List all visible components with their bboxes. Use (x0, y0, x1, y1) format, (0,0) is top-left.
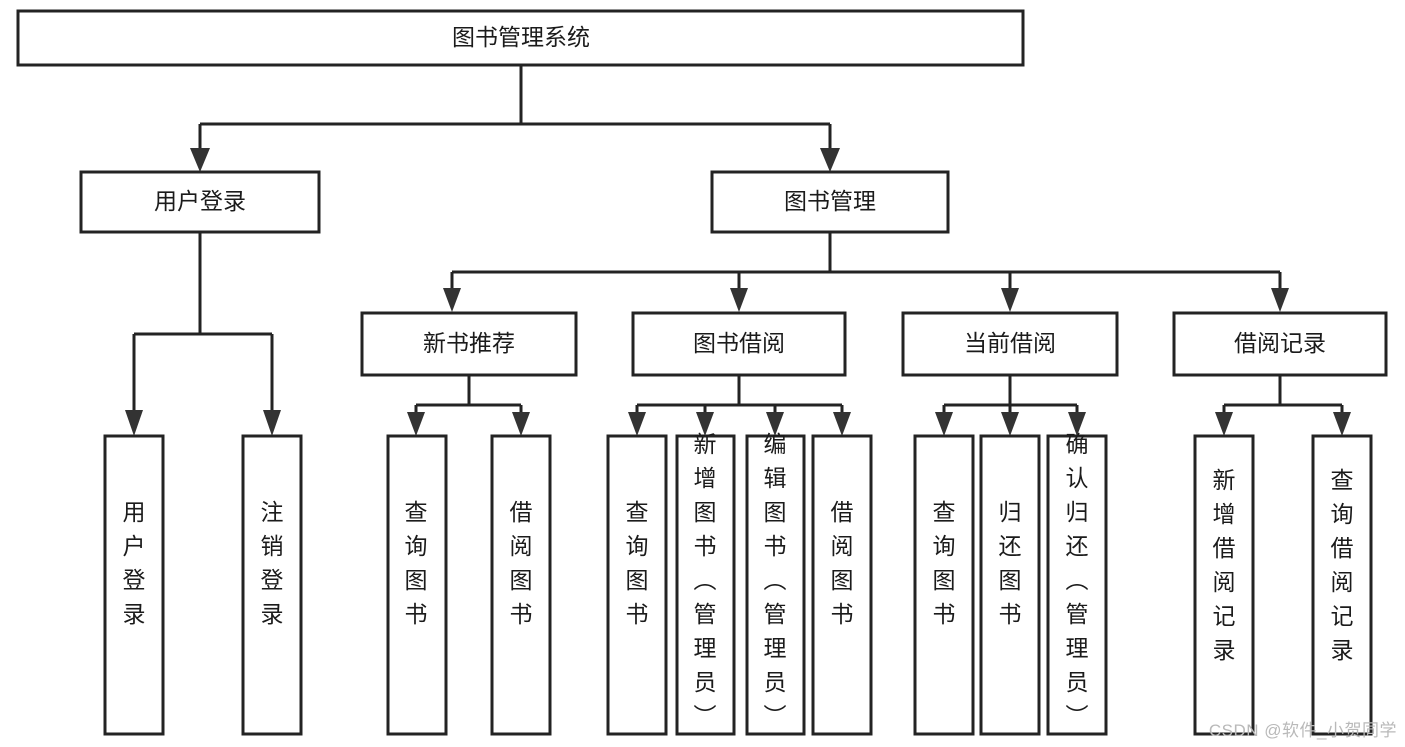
arrow-head-leaf-confirm-return (1068, 412, 1086, 436)
node-borrow-record[interactable]: 借阅记录 (1172, 311, 1388, 377)
node-leaf-borrow-book-1[interactable]: 借阅图书 (490, 434, 552, 736)
node-borrow-record-label: 借阅记录 (1234, 330, 1326, 356)
arrow-head-leaf-borrow-book-2 (833, 412, 851, 436)
node-user-login-box[interactable] (79, 170, 321, 234)
node-leaf-edit-book-box[interactable] (745, 434, 806, 736)
node-leaf-query-book-1[interactable]: 查询图书 (386, 434, 448, 736)
arrow-head-book-manage (820, 148, 840, 172)
arrow-head-leaf-return-book (1001, 412, 1019, 436)
node-leaf-add-record-box[interactable] (1193, 434, 1255, 736)
node-leaf-query-book-3[interactable]: 查询图书 (913, 434, 975, 736)
arrow-head-leaf-query-record (1333, 412, 1351, 436)
node-leaf-user-login[interactable]: 用户登录 (103, 434, 165, 736)
arrow-head-leaf-edit-book (766, 412, 784, 436)
node-leaf-return-book-label: 归还图书 (999, 499, 1022, 627)
node-new-book-recommend-box[interactable] (360, 311, 578, 377)
node-user-login[interactable]: 用户登录 (79, 170, 321, 234)
arrow-head-book-borrow (730, 288, 748, 312)
node-leaf-query-record-box[interactable] (1311, 434, 1373, 736)
arrow-head-borrow-record (1271, 288, 1289, 312)
node-leaf-query-book-2-box[interactable] (606, 434, 668, 736)
node-book-manage-box[interactable] (710, 170, 950, 234)
node-leaf-query-book-3-label: 查询图书 (933, 499, 956, 627)
node-leaf-borrow-book-2[interactable]: 借阅图书 (811, 434, 873, 736)
node-leaf-confirm-return-label: 确认归还︵管理员︶ (1066, 431, 1089, 729)
node-book-borrow-box[interactable] (631, 311, 847, 377)
node-current-borrow[interactable]: 当前借阅 (901, 311, 1119, 377)
node-leaf-borrow-book-2-box[interactable] (811, 434, 873, 736)
arrow-head-user-login (190, 148, 210, 172)
node-book-manage[interactable]: 图书管理 (710, 170, 950, 234)
node-leaf-query-book-1-label: 查询图书 (405, 499, 428, 627)
node-leaf-query-record[interactable]: 查询借阅记录 (1311, 434, 1373, 736)
node-user-login-label: 用户登录 (154, 188, 246, 214)
node-new-book-recommend[interactable]: 新书推荐 (360, 311, 578, 377)
node-leaf-query-book-2[interactable]: 查询图书 (606, 434, 668, 736)
node-new-book-recommend-label: 新书推荐 (423, 330, 515, 356)
node-leaf-confirm-return-box[interactable] (1046, 434, 1108, 736)
connector-layer (125, 65, 1351, 436)
arrow-head-new-book-recommend (443, 288, 461, 312)
node-current-borrow-box[interactable] (901, 311, 1119, 377)
node-leaf-return-book-box[interactable] (979, 434, 1041, 736)
arrow-head-leaf-add-book (696, 412, 714, 436)
node-leaf-return-book[interactable]: 归还图书 (979, 434, 1041, 736)
node-leaf-edit-book[interactable]: 编辑图书︵管理员︶ (745, 431, 806, 736)
node-leaf-query-book-2-label: 查询图书 (626, 499, 649, 627)
node-book-manage-label: 图书管理 (784, 188, 876, 214)
node-leaf-borrow-book-1-label: 借阅图书 (510, 499, 533, 627)
node-leaf-add-record-label: 新增借阅记录 (1213, 467, 1236, 663)
arrow-head-leaf-add-record (1215, 412, 1233, 436)
node-leaf-user-login-label: 用户登录 (123, 499, 146, 627)
arrow-head-leaf-logout-login (263, 410, 281, 436)
node-leaf-query-book-1-box[interactable] (386, 434, 448, 736)
arrow-head-leaf-borrow-book-1 (512, 412, 530, 436)
node-leaf-user-login-box[interactable] (103, 434, 165, 736)
arrow-head-current-borrow (1001, 288, 1019, 312)
arrow-head-leaf-query-book-2 (628, 412, 646, 436)
arrow-head-leaf-user-login (125, 410, 143, 436)
node-leaf-add-book[interactable]: 新增图书︵管理员︶ (675, 431, 736, 736)
node-leaf-confirm-return[interactable]: 确认归还︵管理员︶ (1046, 431, 1108, 736)
node-leaf-logout-login-box[interactable] (241, 434, 303, 736)
node-leaf-borrow-book-1-box[interactable] (490, 434, 552, 736)
node-leaf-add-record[interactable]: 新增借阅记录 (1193, 434, 1255, 736)
node-leaf-add-book-label: 新增图书︵管理员︶ (694, 431, 717, 729)
node-leaf-logout-login-label: 注销登录 (261, 499, 284, 627)
node-book-borrow-label: 图书借阅 (693, 330, 785, 356)
node-leaf-edit-book-label: 编辑图书︵管理员︶ (764, 431, 787, 729)
arrow-head-leaf-query-book-3 (935, 412, 953, 436)
node-leaf-add-book-box[interactable] (675, 434, 736, 736)
node-leaf-borrow-book-2-label: 借阅图书 (831, 499, 854, 627)
node-leaf-query-record-label: 查询借阅记录 (1331, 467, 1354, 663)
node-root-label: 图书管理系统 (452, 24, 590, 50)
node-leaf-query-book-3-box[interactable] (913, 434, 975, 736)
node-root[interactable]: 图书管理系统 (16, 9, 1025, 67)
node-current-borrow-label: 当前借阅 (964, 330, 1056, 356)
node-borrow-record-box[interactable] (1172, 311, 1388, 377)
node-root-box[interactable] (16, 9, 1025, 67)
node-book-borrow[interactable]: 图书借阅 (631, 311, 847, 377)
arrow-head-leaf-query-book-1 (407, 412, 425, 436)
node-leaf-logout-login[interactable]: 注销登录 (241, 434, 303, 736)
